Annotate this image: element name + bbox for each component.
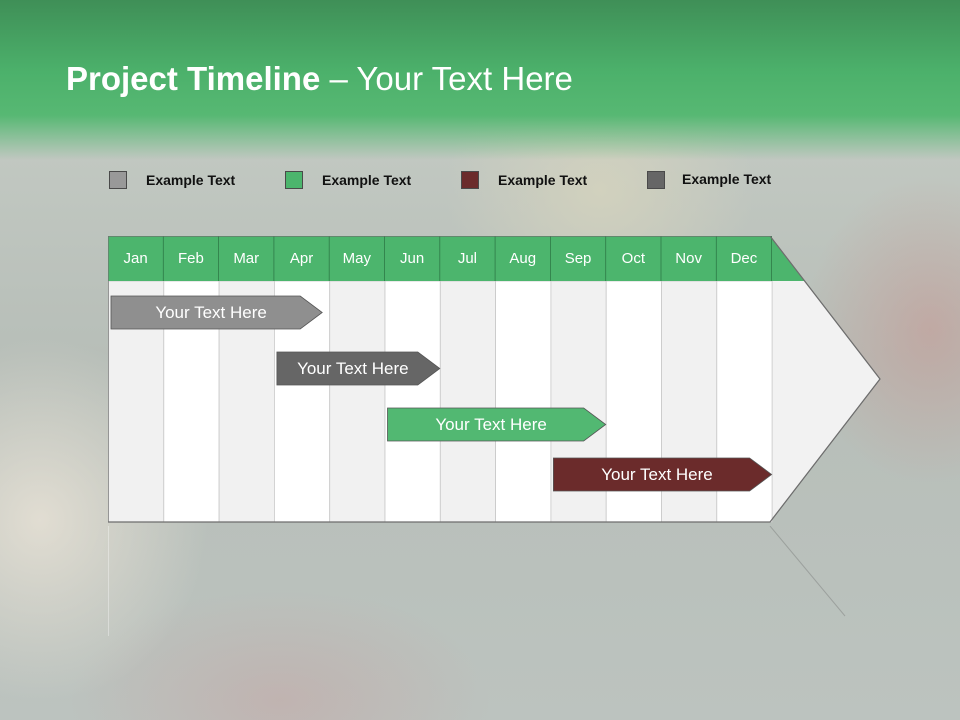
task-bar-label-3: Your Text Here <box>435 415 547 434</box>
month-label-jul: Jul <box>457 250 478 267</box>
legend-swatch-1 <box>109 171 127 189</box>
slide-title-rest: – Your Text Here <box>320 60 573 97</box>
month-header-band <box>108 236 805 281</box>
legend-swatch-2 <box>285 171 303 189</box>
month-column-may <box>329 280 386 523</box>
task-bar-3 <box>387 407 607 442</box>
slide-title: Project Timeline – Your Text Here <box>66 60 573 98</box>
task-bar-2 <box>276 351 441 386</box>
task-bar-label-1: Your Text Here <box>155 303 267 322</box>
month-label-oct: Oct <box>621 250 645 267</box>
legend-swatch-3 <box>461 171 479 189</box>
month-column-jul <box>439 280 496 523</box>
month-label-sep: Sep <box>564 250 592 267</box>
task-bar-4 <box>552 457 773 492</box>
task-bar-1 <box>110 295 323 330</box>
month-label-may: May <box>342 250 371 267</box>
slide-title-bold: Project Timeline <box>66 60 321 97</box>
timeline-arrow-outline <box>108 236 881 523</box>
legend-label-4: Example Text <box>682 171 772 187</box>
month-label-feb: Feb <box>178 250 204 267</box>
month-label-nov: Nov <box>675 250 702 267</box>
month-label-mar: Mar <box>233 250 260 267</box>
month-label-aug: Aug <box>509 250 537 267</box>
month-label-jun: Jun <box>400 250 425 267</box>
legend-swatch-4 <box>647 171 665 189</box>
title-banner <box>0 0 960 160</box>
month-label-apr: Apr <box>289 250 314 267</box>
month-label-dec: Dec <box>730 250 758 267</box>
timeline-graphic <box>108 236 881 523</box>
legend-label-1: Example Text <box>146 172 236 188</box>
month-label-jan: Jan <box>123 250 148 267</box>
task-bar-label-4: Your Text Here <box>601 465 713 484</box>
task-bar-label-2: Your Text Here <box>297 359 409 378</box>
legend-label-2: Example Text <box>322 172 412 188</box>
legend-label-3: Example Text <box>498 172 588 188</box>
month-column-aug <box>495 280 552 523</box>
timeline-reflection <box>108 526 846 636</box>
month-column-jun <box>384 280 441 523</box>
